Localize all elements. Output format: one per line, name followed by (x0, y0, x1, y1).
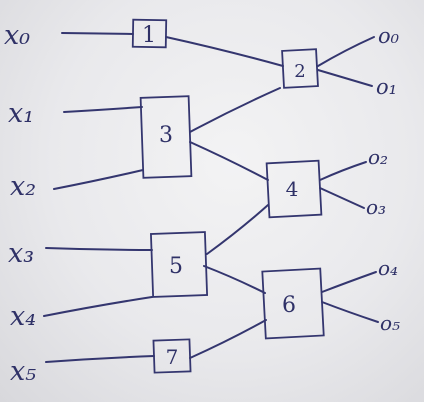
input-label-x3: x₃ (8, 238, 34, 269)
node-label-6: 6 (282, 293, 296, 318)
node-label-1: 1 (142, 23, 156, 48)
output-label-o5: o₅ (380, 311, 400, 335)
input-label-x2: x₂ (10, 171, 36, 202)
edge-x4-n5 (43, 296, 153, 317)
output-label-o1: o₁ (376, 75, 397, 99)
node-label-5: 5 (169, 254, 183, 279)
input-label-x5: x₅ (10, 356, 36, 387)
output-label-o2: o₂ (368, 145, 388, 169)
edge-n3-n4 (189, 141, 269, 181)
edge-n3-n2 (189, 87, 281, 133)
edge-x2-n3 (53, 169, 144, 190)
output-label-o4: o₄ (378, 256, 398, 280)
node-box-7 (152, 338, 192, 374)
node-box-6 (261, 267, 325, 340)
node-labels: 1 2 3 4 5 6 7 (142, 23, 306, 369)
edge-n6-o5 (321, 301, 379, 323)
node-label-7: 7 (166, 345, 179, 369)
output-label-o3: o₃ (366, 195, 386, 219)
edge-n5-n6 (203, 265, 266, 294)
edge-n5-n4 (206, 204, 269, 255)
input-label-x1: x₁ (8, 98, 34, 129)
edge-n2-o0 (317, 36, 375, 67)
input-label-x0: x₀ (4, 20, 30, 51)
edge-n7-n6 (189, 319, 267, 359)
node-label-3: 3 (159, 123, 173, 148)
edge-x3-n5 (45, 247, 153, 251)
node-label-2: 2 (294, 61, 305, 82)
nodes (131, 18, 325, 374)
edge-x5-n7 (45, 355, 155, 363)
edge-n4-o2 (319, 161, 367, 181)
node-box-5 (150, 231, 209, 298)
node-label-4: 4 (286, 177, 299, 201)
edge-x1-n3 (63, 106, 143, 113)
output-label-o0: o₀ (378, 24, 400, 48)
node-box-1 (131, 18, 168, 49)
edge-n6-o4 (321, 271, 377, 293)
node-box-4 (265, 159, 323, 219)
output-labels: o₀ o₁ o₂ o₃ o₄ o₅ (366, 24, 400, 335)
edge-n2-o1 (317, 69, 373, 87)
edge-x0-n1 (61, 32, 134, 35)
input-label-x4: x₄ (10, 301, 36, 332)
edges (43, 32, 379, 363)
node-box-2 (281, 48, 319, 89)
edge-n1-n2 (165, 36, 284, 67)
edge-n4-o3 (319, 187, 365, 209)
input-labels: x₀ x₁ x₂ x₃ x₄ x₅ (4, 20, 36, 387)
node-box-3 (139, 95, 193, 179)
